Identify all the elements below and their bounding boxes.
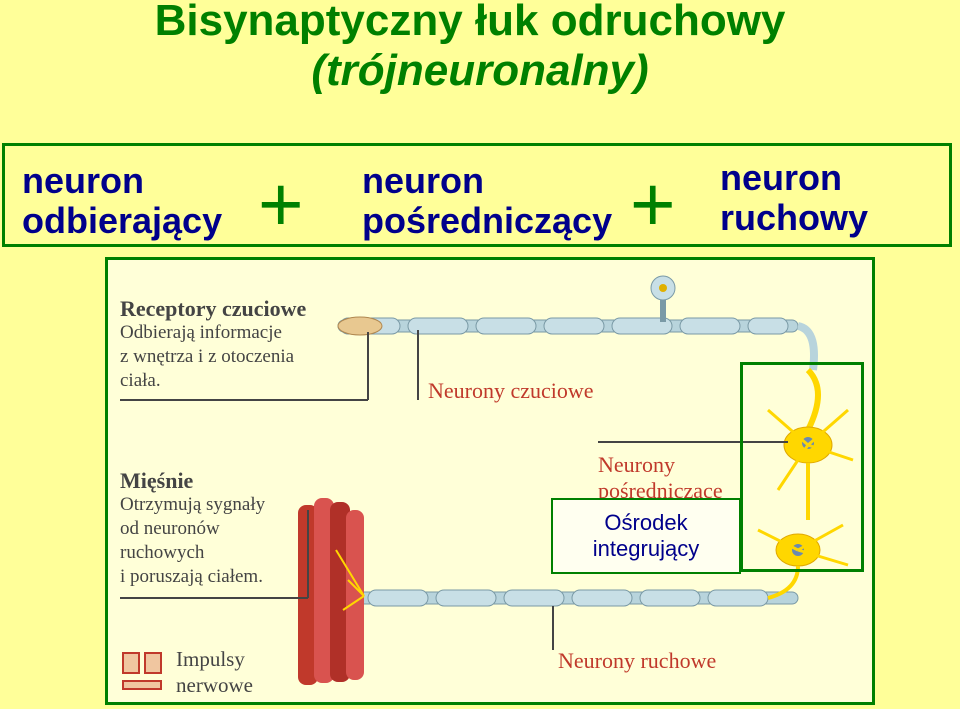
muscles-desc-4: i poruszają ciałem. bbox=[120, 566, 263, 587]
muscles-desc-1: Otrzymują sygnały bbox=[120, 494, 266, 515]
pointer-lines bbox=[120, 330, 788, 650]
impulse-bar-icon bbox=[122, 680, 162, 690]
receptors-heading: Receptory czuciowe bbox=[120, 296, 307, 321]
sensory-neurons-label: Neurony czuciowe bbox=[428, 378, 594, 403]
integration-center-box: Ośrodek integrujący bbox=[551, 498, 741, 574]
legend-line-1: Impulsy bbox=[176, 647, 245, 671]
receptors-desc-3: ciała. bbox=[120, 370, 161, 391]
motor-neuron-line2: ruchowy bbox=[720, 197, 869, 238]
yellow-neurons bbox=[757, 367, 854, 600]
intermediate-neuron-line1: neuron bbox=[362, 160, 484, 201]
receptors-desc-1: Odbierają informacje bbox=[120, 322, 282, 343]
page-title-line1: Bisynaptyczny łuk odruchowy bbox=[154, 0, 786, 45]
neuron-summary-box bbox=[2, 143, 952, 247]
integration-center-line1: Ośrodek bbox=[604, 510, 688, 535]
intermediate-neuron-label: neuron pośredniczący bbox=[362, 161, 612, 241]
intermediate-neurons-label-1: Neurony bbox=[598, 452, 675, 477]
sensory-nerve-fiber bbox=[337, 275, 818, 371]
motor-neuron-highlight-frame bbox=[740, 362, 864, 572]
previous-icon[interactable] bbox=[122, 652, 140, 674]
legend-line-2: nerwowe bbox=[176, 673, 253, 697]
receptor-neuron-line1: neuron bbox=[22, 160, 144, 201]
muscles-heading: Mięśnie bbox=[120, 468, 194, 493]
muscles-desc-2: od neuronów bbox=[120, 518, 220, 539]
motor-neuron-label: neuron ruchowy bbox=[720, 158, 868, 238]
receptor-neuron-label: neuron odbierający bbox=[22, 161, 222, 241]
reflex-arc-figure: Receptory czuciowe Odbierają informacje … bbox=[105, 257, 875, 705]
receptor-neuron-line2: odbierający bbox=[22, 200, 223, 241]
receptors-desc-2: z wnętrza i z otoczenia bbox=[120, 346, 295, 367]
muscle-fibers bbox=[298, 498, 365, 685]
next-icon[interactable] bbox=[144, 652, 162, 674]
plus-sign-2: + bbox=[630, 160, 676, 248]
motor-neuron-line1: neuron bbox=[720, 157, 842, 198]
page-title-line2: (trójneuronalny) bbox=[311, 46, 649, 95]
motor-nerve-fiber bbox=[357, 589, 799, 607]
motor-neurons-label: Neurony ruchowe bbox=[558, 648, 717, 673]
integration-center-line2: integrujący bbox=[592, 536, 700, 561]
plus-sign-1: + bbox=[258, 160, 304, 248]
reflex-arc-illustration bbox=[120, 275, 854, 685]
intermediate-neuron-line2: pośredniczący bbox=[362, 200, 613, 241]
muscles-desc-3: ruchowych bbox=[120, 542, 205, 563]
